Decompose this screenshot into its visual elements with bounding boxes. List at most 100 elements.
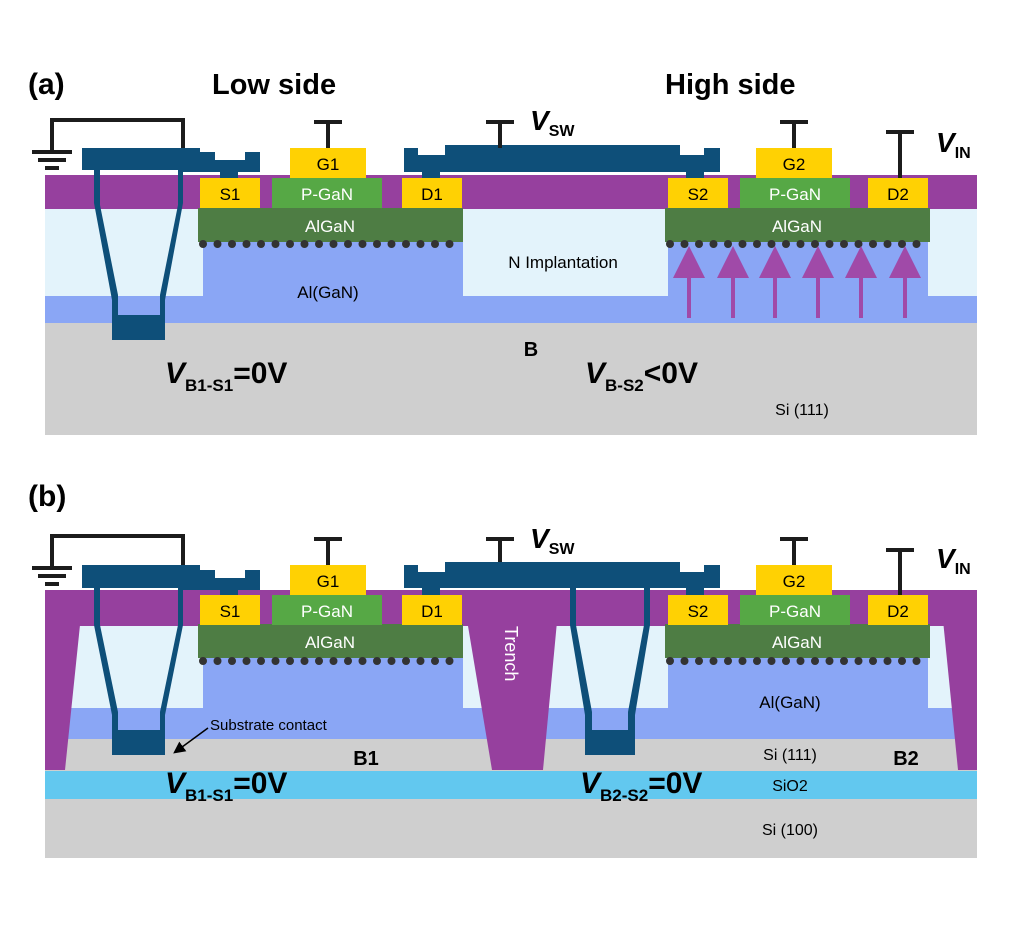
buffer-label: Al(GaN) bbox=[297, 283, 358, 302]
drain-2-b bbox=[868, 595, 928, 625]
gate-2 bbox=[756, 148, 832, 178]
electron-dot bbox=[358, 657, 367, 665]
electron-dot bbox=[695, 657, 703, 665]
gate-2-b bbox=[756, 565, 832, 595]
electron-dot bbox=[709, 240, 718, 248]
substrate-layer bbox=[45, 322, 977, 435]
electron-dot bbox=[286, 240, 294, 248]
switch-node-metal-top bbox=[570, 562, 650, 588]
electron-dot bbox=[213, 240, 222, 248]
low-side-label: Low side bbox=[212, 69, 336, 101]
pgan-2-b bbox=[740, 595, 850, 625]
si100-layer bbox=[45, 798, 977, 858]
vbs2-label: VB-S2<0V bbox=[585, 357, 698, 395]
g2-label: G2 bbox=[783, 155, 806, 174]
electron-dot bbox=[738, 240, 747, 248]
substrate-contact-metal-b bbox=[82, 565, 260, 755]
electron-dot bbox=[242, 657, 251, 665]
panel-b: (b) S1 G1 D1 S2 G2 D2 P-GaN P-GaN AlGaN … bbox=[28, 480, 977, 858]
d1-label: D1 bbox=[421, 185, 443, 204]
electron-dot bbox=[199, 657, 207, 665]
electron-dot bbox=[912, 240, 921, 248]
electron-dot bbox=[666, 657, 674, 665]
electron-dot bbox=[213, 657, 222, 665]
electron-dot bbox=[416, 240, 425, 248]
electron-dot bbox=[666, 240, 674, 248]
electron-dot bbox=[680, 240, 689, 248]
electron-dot bbox=[680, 657, 689, 665]
electron-dot bbox=[825, 240, 834, 248]
2deg-dots-left bbox=[199, 240, 454, 248]
electron-dot bbox=[329, 657, 338, 665]
electron-dot bbox=[811, 657, 819, 665]
algan-layer-1 bbox=[198, 208, 463, 242]
g1-label: G1 bbox=[317, 155, 340, 174]
s1-label: S1 bbox=[220, 185, 241, 204]
electron-dot bbox=[431, 657, 439, 665]
electron-dot bbox=[854, 240, 863, 248]
electron-dot bbox=[695, 240, 703, 248]
electron-dot bbox=[796, 657, 805, 665]
electron-dot bbox=[300, 240, 309, 248]
electron-dot bbox=[416, 657, 425, 665]
electron-dot bbox=[431, 240, 439, 248]
substrate-label: Si (111) bbox=[775, 402, 829, 419]
trench-middle bbox=[462, 590, 560, 770]
electron-dot bbox=[840, 240, 848, 248]
electron-dot bbox=[724, 657, 732, 665]
algan-layer-2 bbox=[665, 208, 930, 242]
electron-dot bbox=[767, 657, 776, 665]
s2-label: S2 bbox=[688, 185, 709, 204]
electron-dot bbox=[753, 240, 761, 248]
electron-dot bbox=[724, 240, 732, 248]
algan-1-label: AlGaN bbox=[305, 217, 355, 236]
panel-b-tag: (b) bbox=[28, 480, 66, 513]
electron-dot bbox=[782, 657, 790, 665]
vb1s1-label-b: VB1-S1=0V bbox=[165, 767, 287, 805]
pgan-1-b bbox=[272, 595, 382, 625]
electron-dot bbox=[344, 657, 352, 665]
s2-label-b: S2 bbox=[688, 602, 709, 621]
channel-region-right bbox=[668, 240, 928, 297]
outer-isolation-right bbox=[940, 590, 977, 770]
electron-dot bbox=[811, 240, 819, 248]
high-side-label: High side bbox=[665, 69, 796, 101]
drain-1-b bbox=[402, 595, 462, 625]
algan-2-label: AlGaN bbox=[772, 217, 822, 236]
electron-dot bbox=[869, 657, 877, 665]
electron-dot bbox=[257, 240, 265, 248]
substrate-contact-metal bbox=[82, 148, 260, 340]
d2-label-b: D2 bbox=[887, 602, 909, 621]
electron-dot bbox=[329, 240, 338, 248]
electron-dot bbox=[242, 240, 251, 248]
source-2 bbox=[668, 178, 728, 208]
body-b-label: B bbox=[524, 339, 538, 361]
electron-dot bbox=[445, 240, 454, 248]
g2-label-b: G2 bbox=[783, 572, 806, 591]
panel-a-tag: (a) bbox=[28, 68, 65, 101]
source-2-b bbox=[668, 595, 728, 625]
electron-dot bbox=[315, 240, 323, 248]
d2-label: D2 bbox=[887, 185, 909, 204]
electron-dot bbox=[402, 240, 410, 248]
substrate-contact-label: Substrate contact bbox=[210, 717, 328, 734]
algan-layer-2-b bbox=[665, 624, 930, 658]
vin-label-b: VIN bbox=[936, 543, 971, 578]
electron-dot bbox=[709, 657, 718, 665]
vsw-label-b: VSW bbox=[530, 523, 575, 558]
electron-dot bbox=[738, 657, 747, 665]
electron-dot bbox=[898, 240, 906, 248]
switch-node-metal-b bbox=[404, 562, 720, 755]
electron-dot bbox=[387, 657, 396, 665]
si111-label: Si (111) bbox=[763, 747, 817, 764]
s1-label-b: S1 bbox=[220, 602, 241, 621]
pgan-2-label-b: P-GaN bbox=[769, 602, 821, 621]
outer-isolation-left bbox=[45, 590, 80, 770]
electron-dot bbox=[271, 240, 280, 248]
electron-dot bbox=[373, 240, 381, 248]
vb2s2-label-b: VB2-S2=0V bbox=[580, 767, 702, 805]
sio2-layer bbox=[45, 770, 977, 799]
pgan-1-label-b: P-GaN bbox=[301, 602, 353, 621]
electron-dot bbox=[344, 240, 352, 248]
